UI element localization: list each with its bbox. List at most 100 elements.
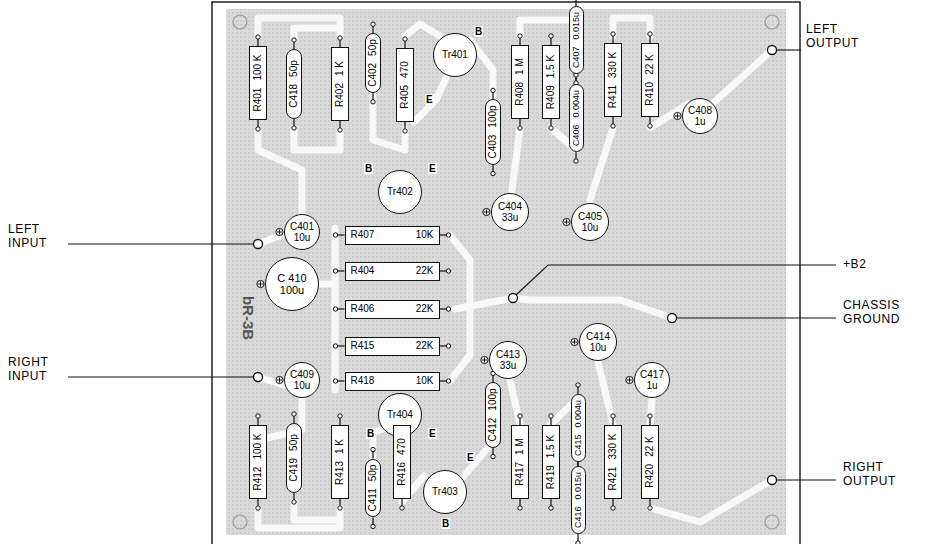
leader-lines: [52, 50, 836, 480]
solder-point: [371, 100, 375, 104]
part-value: 100p: [488, 105, 498, 127]
part-value: 10u: [590, 343, 607, 353]
leader-line: [777, 49, 801, 50]
terminal-pad: [668, 314, 677, 323]
polarity-mark: [626, 376, 633, 383]
electrolytic-capacitor: C4081u: [682, 98, 718, 134]
part-value: 10u: [294, 381, 311, 391]
part-value: 330 K: [608, 52, 618, 78]
resistor-body: R4191.5 K: [542, 425, 560, 499]
part-value: 470: [400, 61, 410, 78]
part-marking: C40433u: [498, 202, 522, 223]
part-marking: C412100p: [488, 388, 498, 441]
solder-point: [371, 447, 375, 451]
trace: [414, 78, 446, 122]
part-reference: Tr401: [442, 50, 468, 60]
resistor-body: R4091.5 K: [542, 45, 560, 119]
polarity-ring: [257, 280, 264, 287]
solder-point: [648, 506, 652, 510]
part-reference: R407: [351, 230, 375, 240]
part-value: 22 K: [645, 54, 655, 75]
polarity-plus: [627, 377, 632, 382]
solder-point: [292, 412, 296, 416]
polarity-ring: [481, 356, 488, 363]
board-frame: [212, 2, 800, 544]
trace: [319, 281, 335, 288]
part-marking: Tr401: [442, 50, 468, 60]
transistor-body: Tr403: [423, 470, 467, 514]
resistor-body: R421 330 K: [604, 425, 622, 499]
solder-point: [491, 88, 495, 92]
part-marking: C40510u: [578, 212, 602, 233]
capacitor-body: C412100p: [485, 382, 501, 447]
mounting-hole: [765, 15, 779, 29]
pin-label: B: [474, 26, 483, 37]
polarity-plus: [675, 113, 680, 118]
solder-point: [292, 500, 296, 504]
part-reference: C409: [290, 370, 314, 380]
solder-point: [611, 124, 615, 128]
part-reference: R405: [400, 85, 410, 109]
part-value: 1.5 K: [546, 55, 556, 78]
part-marking: R4091.5 K: [546, 55, 556, 109]
solder-point: [256, 127, 260, 131]
part-marking: C4150.004u: [574, 400, 583, 456]
part-value: 100p: [488, 388, 498, 410]
part-marking: C41950p: [289, 434, 299, 482]
part-value: 100u: [280, 285, 304, 296]
part-marking: C40250p: [368, 39, 378, 87]
part-reference: C413: [496, 350, 520, 360]
part-reference: C405: [578, 212, 602, 222]
part-marking: C41410u: [586, 332, 610, 353]
part-reference: R401: [253, 88, 263, 112]
resistor-body: R401 100 K: [249, 46, 267, 120]
electrolytic-capacitor: C 410100u: [265, 257, 319, 311]
part-reference: R410: [645, 82, 655, 106]
solder-point: [549, 34, 553, 38]
solder-point: [576, 383, 580, 387]
trace: [405, 24, 440, 36]
part-reference: Tr403: [432, 487, 458, 497]
polarity-marks: [257, 112, 681, 383]
part-marking: R41810K: [346, 373, 439, 390]
solder-point: [338, 36, 342, 40]
leader-line: [516, 265, 836, 295]
part-marking: R40622K: [346, 301, 439, 318]
part-reference: C402: [368, 63, 378, 87]
polarity-ring: [571, 338, 578, 345]
resistor-body: R40622K: [345, 300, 440, 319]
part-reference: C417: [640, 370, 664, 380]
terminal-pad: [768, 476, 777, 485]
part-marking: Tr403: [432, 487, 458, 497]
pin-label: E: [428, 163, 437, 174]
pin-label: E: [466, 452, 475, 463]
callout-label: +B2: [843, 257, 867, 271]
part-marking: R407 10K: [346, 227, 439, 244]
part-marking: R412100 K: [253, 433, 263, 490]
part-reference: R408: [515, 82, 525, 106]
copper-ground: [226, 9, 786, 535]
leader-line: [777, 479, 836, 480]
resistor-body: R41810K: [345, 372, 440, 391]
part-marking: C4160.015u: [574, 472, 583, 528]
part-value: 100 K: [253, 54, 263, 80]
solder-point: [333, 269, 337, 273]
resistor-body: R40422K: [345, 262, 440, 281]
trace: [650, 480, 772, 522]
part-marking: C 410100u: [277, 273, 306, 296]
part-reference: R421: [608, 467, 618, 491]
part-marking: R4131 K: [335, 439, 345, 485]
part-value: 330 K: [608, 433, 618, 459]
part-value: 1u: [646, 381, 657, 391]
callout-label: CHASSIS GROUND: [843, 298, 907, 326]
polarity-mark: [571, 338, 578, 345]
part-reference: R419: [546, 465, 556, 489]
solder-point: [446, 379, 450, 383]
part-reference: C406: [572, 124, 581, 146]
part-value: 50p: [289, 434, 299, 451]
solder-point: [256, 414, 260, 418]
polarity-mark: [674, 112, 681, 119]
part-value: 1u: [694, 117, 705, 127]
part-value: 10K: [416, 230, 434, 240]
part-marking: C41333u: [496, 350, 520, 371]
